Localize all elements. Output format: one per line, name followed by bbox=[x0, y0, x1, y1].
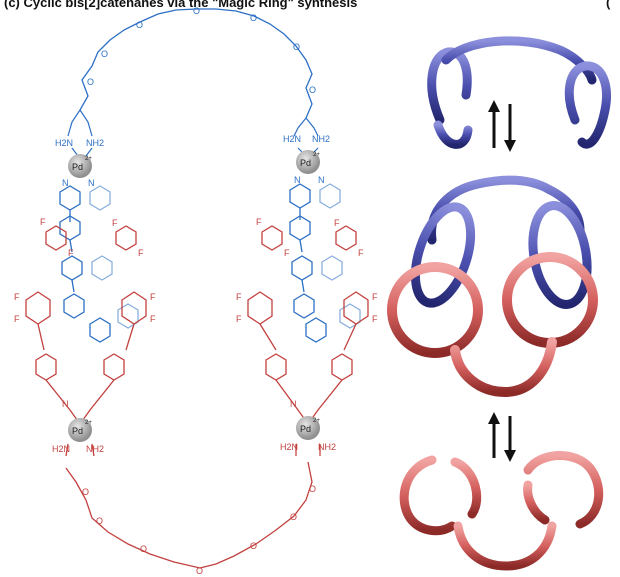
pyridine-n-label: N bbox=[62, 178, 69, 188]
charge-label: 2+ bbox=[85, 420, 92, 426]
svg-text:F: F bbox=[150, 314, 156, 324]
svg-text:F: F bbox=[358, 248, 364, 258]
charge-label: 2+ bbox=[85, 156, 92, 162]
palladium-label: Pd bbox=[300, 158, 311, 168]
figure-title: (c) Cyclic bis[2]catenanes via the "Magi… bbox=[4, 0, 358, 10]
svg-text:F: F bbox=[236, 314, 242, 324]
oxygen-label: O bbox=[293, 42, 300, 52]
pyridine-n-label: N bbox=[62, 399, 69, 409]
svg-text:O: O bbox=[250, 541, 257, 551]
pyridine-n-label: N bbox=[318, 175, 325, 185]
schematic-middle-catenane bbox=[387, 175, 598, 398]
svg-text:F: F bbox=[236, 292, 242, 302]
oxygen-label: O bbox=[309, 85, 316, 95]
svg-text:O: O bbox=[82, 487, 89, 497]
oxygen-label: O bbox=[101, 49, 108, 59]
palladium-label: Pd bbox=[300, 424, 311, 434]
equilibrium-arrows-top bbox=[488, 100, 516, 152]
palladium-sphere bbox=[68, 154, 92, 178]
palladium-label: Pd bbox=[72, 426, 83, 436]
red-aryl-strand bbox=[199, 225, 369, 569]
equilibrium-arrows-bottom bbox=[488, 412, 516, 462]
palladium-sphere bbox=[296, 150, 320, 174]
oxygen-label: O bbox=[193, 6, 200, 16]
charge-label: 2+ bbox=[313, 152, 320, 158]
amine-label: H2N bbox=[283, 134, 301, 144]
charge-label: 2+ bbox=[313, 418, 320, 424]
red-aryl-strand bbox=[25, 225, 201, 569]
svg-text:F: F bbox=[372, 292, 378, 302]
pyridine-n-label: N bbox=[290, 399, 297, 409]
svg-text:F: F bbox=[68, 248, 74, 258]
svg-text:O: O bbox=[196, 566, 203, 576]
right-complex: H2N NH2 Pd 2+ N N bbox=[199, 117, 378, 569]
blue-aryl-strand bbox=[289, 183, 361, 343]
svg-text:F: F bbox=[372, 314, 378, 324]
amine-label: NH2 bbox=[312, 134, 330, 144]
left-complex: H2N NH2 Pd 2+ N N bbox=[14, 109, 201, 569]
svg-text:F: F bbox=[14, 314, 20, 324]
svg-text:F: F bbox=[112, 218, 118, 228]
fluorine-labels-right: F F F F F F F F bbox=[236, 217, 378, 324]
amine-label: H2N bbox=[280, 442, 298, 452]
pyridine-n-label: N bbox=[294, 175, 301, 185]
svg-text:F: F bbox=[138, 248, 144, 258]
amine-label: H2N bbox=[52, 444, 70, 454]
amine-label: NH2 bbox=[86, 138, 104, 148]
blue-peg-chain bbox=[79, 8, 313, 119]
fluorine-labels-left: F F F F F F F F bbox=[14, 217, 156, 324]
oxygen-label: O bbox=[87, 77, 94, 87]
svg-text:F: F bbox=[40, 217, 46, 227]
schematic-bottom-red-rings bbox=[399, 451, 604, 571]
red-oxygen-labels: O O O O O O O bbox=[82, 484, 316, 576]
amine-label: NH2 bbox=[318, 442, 336, 452]
oxygen-label: O bbox=[136, 20, 143, 30]
palladium-sphere bbox=[296, 416, 320, 440]
svg-text:O: O bbox=[290, 512, 297, 522]
svg-text:F: F bbox=[256, 217, 262, 227]
pyridine-n-label: N bbox=[88, 178, 95, 188]
svg-text:F: F bbox=[334, 218, 340, 228]
svg-text:O: O bbox=[96, 516, 103, 526]
palladium-sphere bbox=[68, 418, 92, 442]
svg-text:F: F bbox=[284, 248, 290, 258]
panel-label-cutoff: ( bbox=[606, 0, 611, 10]
palladium-label: Pd bbox=[72, 162, 83, 172]
blue-oxygen-labels: O O O O O O O bbox=[87, 6, 316, 95]
svg-text:F: F bbox=[14, 292, 20, 302]
svg-text:O: O bbox=[140, 544, 147, 554]
svg-text:F: F bbox=[150, 292, 156, 302]
oxygen-label: O bbox=[250, 13, 257, 23]
amine-label: NH2 bbox=[86, 444, 104, 454]
svg-text:O: O bbox=[309, 484, 316, 494]
amine-label: H2N bbox=[55, 138, 73, 148]
schematic-top-blue-rings bbox=[427, 36, 611, 149]
